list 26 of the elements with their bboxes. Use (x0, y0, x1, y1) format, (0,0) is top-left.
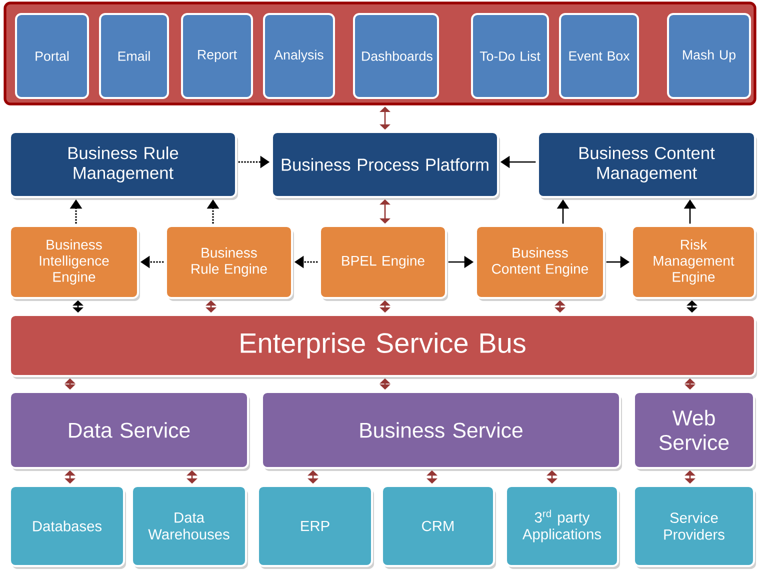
menu-box: Portal (15, 13, 89, 99)
menu-box: Event Box (559, 13, 639, 99)
menu-box: Analysis (263, 13, 335, 99)
source-box: CRM (381, 485, 496, 569)
menu-box: To-Do List (471, 13, 549, 99)
source-box: Service Providers (633, 485, 756, 569)
bus-bar: Enterprise Service Bus (9, 314, 757, 379)
menu-box: Email (99, 13, 169, 99)
engine-box: Business Rule Engine (165, 225, 294, 301)
service-box: Business Service (261, 391, 622, 471)
engine-box: Risk Management Engine (631, 225, 757, 301)
source-box: Databases (9, 485, 126, 569)
menu-box: Report (181, 13, 253, 99)
service-box: Data Service (9, 391, 250, 471)
management-box: Business Content Management (537, 131, 757, 200)
engine-box: BPEL Engine (319, 225, 448, 301)
service-box: Web Service (633, 391, 756, 471)
menu-box: Mash Up (667, 13, 751, 99)
management-box: Business Rule Management (9, 131, 238, 200)
engine-box: Business Intelligence Engine (9, 225, 140, 301)
engine-box: Business Content Engine (475, 225, 606, 301)
source-box: Data Warehouses (131, 485, 248, 569)
source-box: ERP (257, 485, 374, 569)
menu-box: Dashboards (353, 13, 439, 99)
source-box: 3$^{rd}$ party Applications (505, 485, 620, 569)
management-box: Business Process Platform (271, 131, 500, 200)
